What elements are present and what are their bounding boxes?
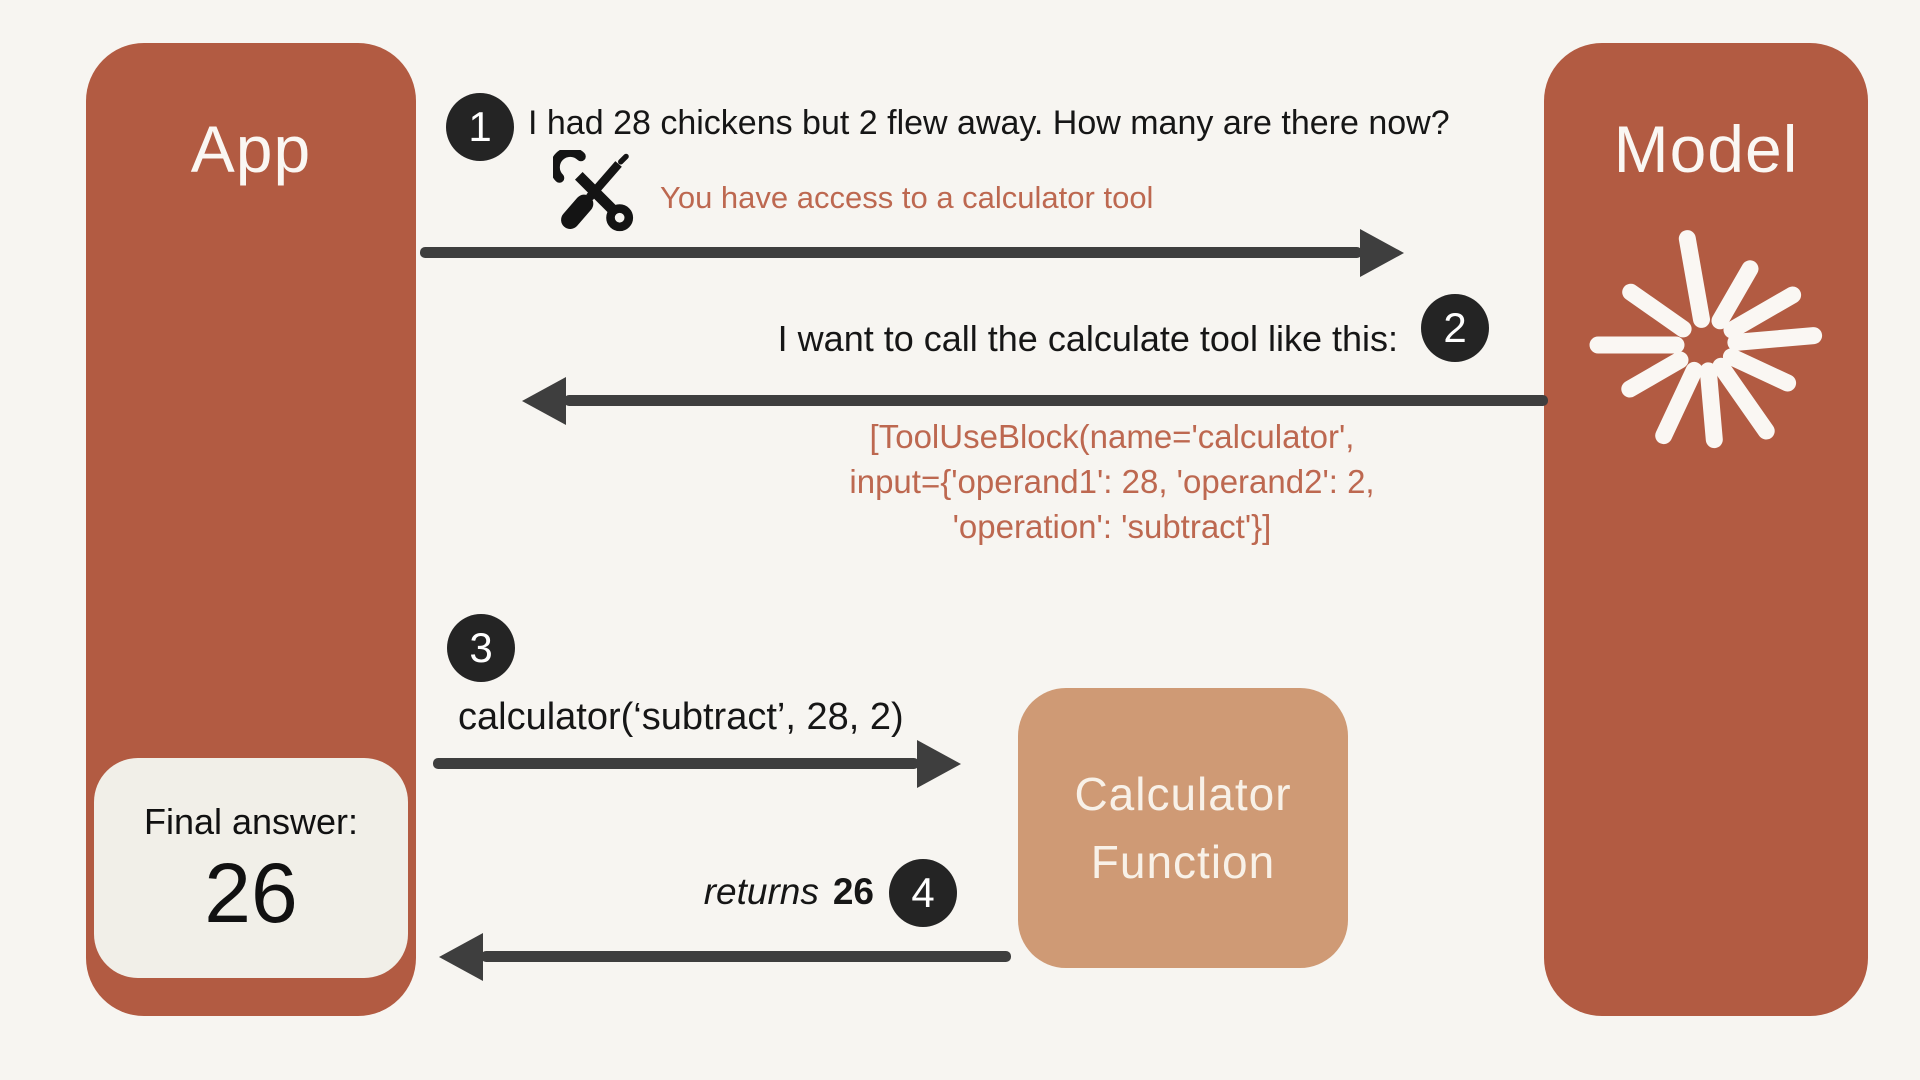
step1-message: I had 28 chickens but 2 flew away. How m…	[528, 104, 1450, 142]
calculator-function-label-line2: Function	[1090, 836, 1276, 888]
step2-code-block: [ToolUseBlock(name='calculator', input={…	[812, 414, 1412, 549]
code-line-1: [ToolUseBlock(name='calculator',	[869, 418, 1355, 455]
final-answer-value: 26	[204, 846, 298, 940]
arrowhead-right-icon	[917, 739, 961, 788]
step4-returns-label: returns	[703, 871, 819, 912]
code-line-2: input={'operand1': 28, 'operand2': 2,	[849, 463, 1375, 500]
model-starburst-icon	[1589, 230, 1823, 449]
step1-note: You have access to a calculator tool	[660, 180, 1154, 215]
arrow-step4-calculator-to-app	[439, 932, 1011, 981]
step3-message: calculator(‘subtract’, 28, 2)	[458, 696, 904, 738]
app-label: App	[190, 112, 312, 186]
arrowhead-left-icon	[522, 376, 566, 425]
tools-icon	[553, 150, 634, 232]
step4-message: returns 26	[704, 871, 874, 913]
step2-message: I want to call the calculate tool like t…	[777, 318, 1398, 359]
model-box: Model	[1544, 43, 1868, 1016]
arrow-step3-app-to-calculator	[433, 739, 961, 788]
arrowhead-right-icon	[1360, 228, 1404, 277]
step4-badge: 4	[889, 859, 957, 927]
step1-badge: 1	[446, 93, 514, 161]
arrow-step2-model-to-app	[522, 376, 1548, 425]
model-label: Model	[1613, 112, 1799, 186]
final-answer-label: Final answer:	[143, 801, 359, 842]
calculator-function-box: Calculator Function	[1018, 688, 1348, 968]
code-line-3: 'operation': 'subtract'}]	[952, 508, 1272, 545]
step3-badge: 3	[447, 614, 515, 682]
arrow-step1-app-to-model	[420, 228, 1404, 277]
final-answer-card: Final answer: 26	[94, 758, 408, 978]
arrowhead-left-icon	[439, 932, 483, 981]
step4-return-value: 26	[832, 871, 874, 912]
step2-badge: 2	[1421, 294, 1489, 362]
calculator-function-label-line1: Calculator	[1074, 768, 1292, 820]
